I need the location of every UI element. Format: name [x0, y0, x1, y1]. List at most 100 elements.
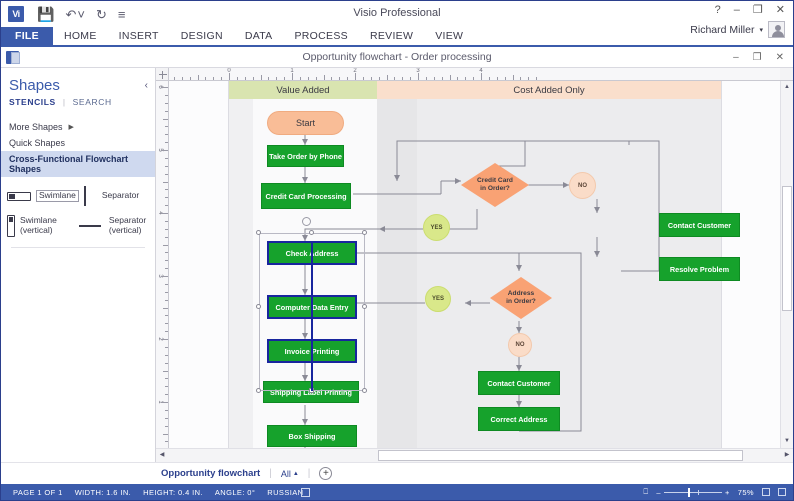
- doc-close-button[interactable]: ✕: [775, 51, 784, 63]
- node-no-address[interactable]: NO: [508, 333, 532, 357]
- zoom-level[interactable]: 75%: [737, 487, 754, 497]
- maximize-button[interactable]: ❐: [752, 4, 763, 16]
- ruler-tick: [165, 173, 168, 175]
- tab-review[interactable]: REVIEW: [369, 30, 414, 42]
- chevron-down-icon[interactable]: ▾: [759, 26, 763, 34]
- search-link[interactable]: SEARCH: [72, 97, 112, 107]
- collapse-panel-icon[interactable]: ‹: [144, 80, 148, 91]
- vertical-scroll-thumb[interactable]: [782, 186, 792, 311]
- master-swimlane[interactable]: Swimlane: [7, 186, 79, 206]
- selection-handle-nw[interactable]: [256, 230, 261, 235]
- scroll-left-button[interactable]: ◀: [159, 452, 165, 458]
- node-contact-customer-1[interactable]: Contact Customer: [659, 213, 740, 237]
- node-take-order-by-phone[interactable]: Take Order by Phone: [267, 145, 344, 167]
- tab-insert[interactable]: INSERT: [118, 30, 159, 42]
- zoom-out-button[interactable]: –: [656, 487, 661, 497]
- zoom-slider[interactable]: – +: [656, 487, 730, 497]
- selection-handle-se[interactable]: [362, 388, 367, 393]
- status-height: HEIGHT: 0.4 IN.: [143, 487, 203, 497]
- add-page-button[interactable]: +: [319, 467, 333, 480]
- node-no-credit[interactable]: NO: [569, 172, 596, 199]
- ruler-tick: [165, 346, 168, 348]
- node-resolve-problem[interactable]: Resolve Problem: [659, 257, 740, 281]
- master-separator-vertical[interactable]: Separator (vertical): [78, 215, 149, 237]
- doc-maximize-button[interactable]: ❐: [752, 51, 762, 63]
- status-language[interactable]: RUSSIAN: [267, 487, 304, 497]
- tab-view[interactable]: VIEW: [435, 30, 464, 42]
- node-contact-customer-2[interactable]: Contact Customer: [478, 371, 560, 395]
- ruler-corner[interactable]: [156, 68, 169, 81]
- node-correct-address[interactable]: Correct Address: [478, 407, 560, 431]
- scroll-right-button[interactable]: ▶: [784, 452, 790, 458]
- page-tab-opportunity-flowchart[interactable]: Opportunity flowchart: [161, 468, 261, 479]
- undo-icon[interactable]: ↶ ˅: [65, 6, 86, 22]
- tab-design[interactable]: DESIGN: [180, 30, 223, 42]
- swimlane-icon: [7, 191, 31, 201]
- ruler-tick-label: 1: [290, 68, 294, 74]
- stencils-link[interactable]: STENCILS: [9, 97, 56, 107]
- all-pages-button[interactable]: All ▲: [281, 469, 299, 479]
- scroll-down-button[interactable]: ▼: [784, 438, 790, 444]
- selection-handle-ne[interactable]: [362, 230, 367, 235]
- vertical-scrollbar[interactable]: ▲ ▼: [780, 81, 793, 448]
- ruler-tick: [165, 126, 168, 128]
- ruler-tick: [165, 220, 168, 222]
- tab-home[interactable]: HOME: [63, 30, 97, 42]
- main-body: Shapes STENCILS | SEARCH ‹ More Shapes ▶…: [1, 68, 793, 462]
- doc-minimize-button[interactable]: –: [733, 51, 739, 63]
- stencil-item-cross-functional-flowchart-shapes[interactable]: Cross-Functional Flowchart Shapes: [1, 151, 155, 177]
- ruler-tick: [520, 77, 522, 80]
- canvas-row: 6543210 Value Added Cost Added Only: [156, 81, 793, 448]
- node-box-shipping[interactable]: Box Shipping: [267, 425, 357, 447]
- lane-header-label: Value Added: [229, 81, 377, 99]
- avatar[interactable]: [768, 21, 785, 38]
- vertical-ruler[interactable]: 6543210: [156, 81, 169, 448]
- selection-handle-n[interactable]: [309, 230, 314, 235]
- stencil-item-more-shapes[interactable]: More Shapes ▶: [1, 119, 155, 135]
- master-label: Swimlane: [36, 190, 79, 202]
- node-address-in-order[interactable]: Address in Order?: [490, 277, 552, 319]
- selection-handle-e[interactable]: [362, 304, 367, 309]
- horizontal-scrollbar[interactable]: [168, 449, 781, 462]
- node-yes-address[interactable]: YES: [425, 286, 451, 312]
- rotation-handle[interactable]: [302, 217, 311, 226]
- user-account[interactable]: Richard Miller ▾: [690, 21, 785, 38]
- selection-handle-w[interactable]: [256, 304, 261, 309]
- master-swimlane-vertical[interactable]: Swimlane (vertical): [7, 215, 79, 237]
- minimize-button[interactable]: –: [733, 4, 740, 16]
- zoom-thumb[interactable]: [688, 487, 690, 497]
- ruler-tick: [205, 77, 207, 80]
- status-macro-icon[interactable]: [301, 487, 310, 497]
- subnav-divider: |: [62, 97, 66, 107]
- zoom-in-button[interactable]: +: [725, 487, 730, 497]
- node-credit-card-in-order[interactable]: Credit Card in Order?: [461, 163, 529, 207]
- node-yes-credit[interactable]: YES: [423, 214, 450, 241]
- ruler-tick: [163, 307, 168, 309]
- drawing-sheet[interactable]: Value Added Cost Added Only: [169, 81, 780, 448]
- drawing-page[interactable]: Value Added Cost Added Only: [229, 81, 740, 448]
- ruler-tick: [165, 236, 168, 238]
- chevron-right-icon: ▶: [68, 124, 74, 131]
- scroll-up-button[interactable]: ▲: [784, 84, 790, 90]
- quick-access-toolbar: 💾 ↶ ˅ ↻ ≡: [37, 7, 126, 21]
- ruler-tick: [197, 75, 199, 80]
- tab-process[interactable]: PROCESS: [294, 30, 348, 42]
- help-button[interactable]: ?: [714, 4, 721, 16]
- redo-icon[interactable]: ↻: [96, 6, 107, 22]
- presentation-mode-icon[interactable]: ⎕: [643, 487, 649, 496]
- close-button[interactable]: ✕: [775, 4, 785, 16]
- save-icon[interactable]: 💾: [37, 6, 55, 22]
- horizontal-ruler[interactable]: -101234: [169, 68, 780, 81]
- stencil-item-quick-shapes[interactable]: Quick Shapes: [1, 135, 155, 151]
- fit-page-icon[interactable]: [762, 488, 770, 496]
- tab-data[interactable]: DATA: [244, 30, 273, 42]
- zoom-track[interactable]: [664, 487, 722, 497]
- tab-file[interactable]: FILE: [1, 27, 53, 45]
- selection-handle-sw[interactable]: [256, 388, 261, 393]
- customize-qat-icon[interactable]: ≡: [117, 6, 126, 22]
- horizontal-scroll-thumb[interactable]: [378, 450, 743, 461]
- master-separator[interactable]: Separator: [79, 186, 149, 206]
- node-start[interactable]: Start: [267, 111, 344, 135]
- fit-width-icon[interactable]: [778, 488, 786, 496]
- node-credit-card-processing[interactable]: Credit Card Processing: [261, 183, 351, 209]
